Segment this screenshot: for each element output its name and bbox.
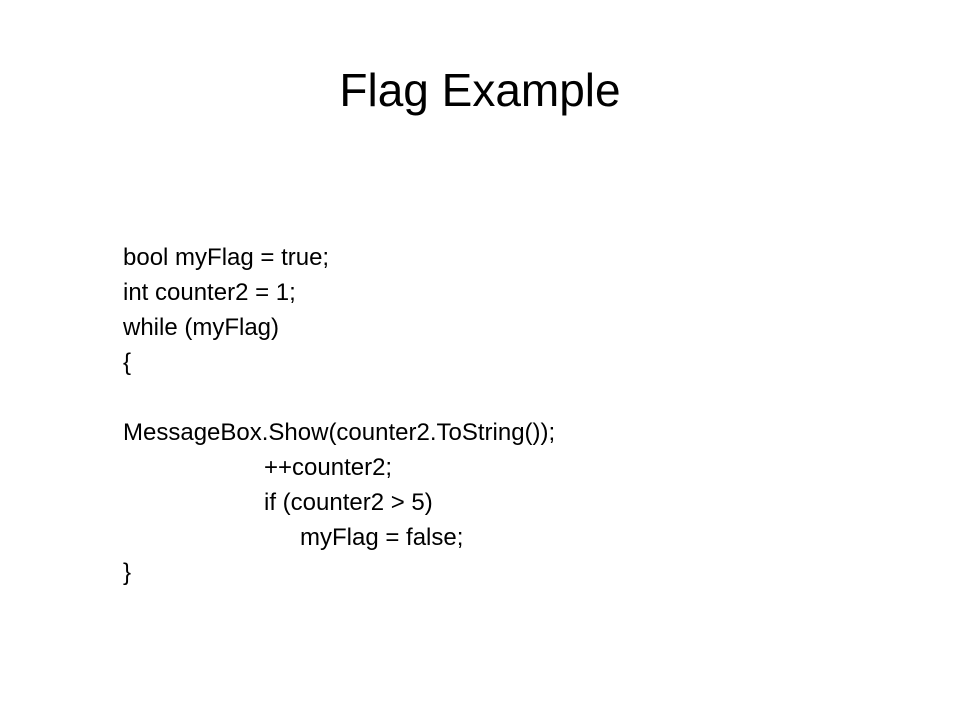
code-line-increment: ++counter2;: [264, 454, 393, 481]
code-line-flag-declaration: bool myFlag = true;: [123, 244, 330, 271]
code-line-messagebox-call: MessageBox.Show(counter2.ToString());: [123, 419, 556, 446]
code-line-flag-assignment: myFlag = false;: [300, 524, 464, 551]
code-line-blank: [123, 380, 903, 415]
code-line-close-brace: }: [123, 559, 132, 586]
code-block: bool myFlag = true; int counter2 = 1; wh…: [123, 240, 903, 590]
code-line-while-header: while (myFlag): [123, 314, 280, 341]
code-line-if-condition: if (counter2 > 5): [264, 489, 433, 516]
code-line-open-brace: {: [123, 349, 132, 376]
code-line-counter-declaration: int counter2 = 1;: [123, 279, 296, 306]
slide-title: Flag Example: [339, 64, 621, 116]
